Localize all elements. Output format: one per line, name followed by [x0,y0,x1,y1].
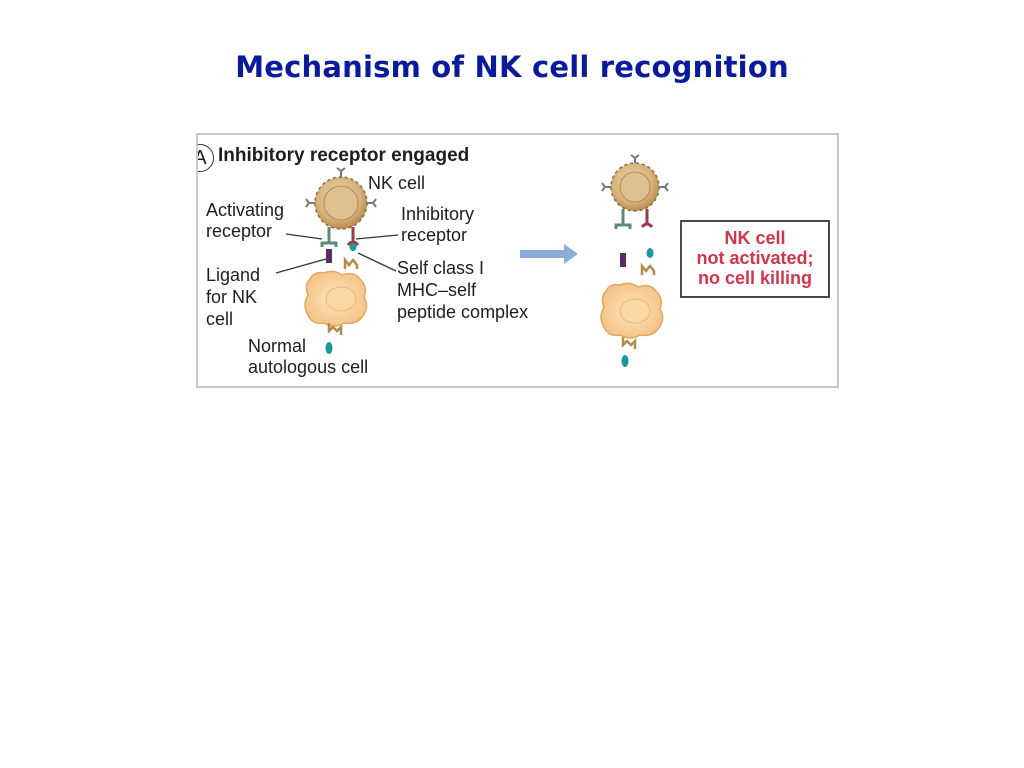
target-cell-left [304,270,368,354]
figure-graphics [275,154,669,367]
label-self-mhc-3: peptide complex [397,302,529,322]
label-ligand-1: Ligand [206,265,261,285]
ligand-left [326,249,332,263]
process-arrow [520,244,578,264]
nk-recognition-figure: A Inhibitory receptor engaged NK cell Ac… [196,133,839,388]
nk-cell-left [305,167,377,230]
result-line-2: not activated; [696,248,814,268]
nk-cell-right [601,154,669,229]
inhibitory-receptor-left [346,227,360,247]
label-ligand-3: cell [206,309,234,329]
mhc-complex-left [343,243,359,269]
label-activating-receptor-1: Activating [206,200,285,220]
label-inhibitory-receptor-2: receptor [401,225,468,245]
result-line-3: no cell killing [697,268,813,288]
slide-title: Mechanism of NK cell recognition [235,50,789,84]
panel-title: Inhibitory receptor engaged [218,145,470,166]
label-normal-cell-1: Normal [248,336,307,356]
activating-receptor-left [320,227,338,247]
label-ligand-2: for NK [206,287,258,307]
label-inhibitory-receptor-1: Inhibitory [401,204,475,224]
label-normal-cell-2: autologous cell [248,357,369,377]
target-cell-right [600,248,664,367]
result-line-1: NK cell [724,228,786,248]
label-activating-receptor-2: receptor [206,221,273,241]
leader-lines [275,233,399,274]
label-nk-cell: NK cell [368,173,426,193]
result-box: NK cell not activated; no cell killing [680,220,830,298]
label-self-mhc-2: MHC–self [397,280,477,300]
label-self-mhc-1: Self class I [397,258,485,278]
